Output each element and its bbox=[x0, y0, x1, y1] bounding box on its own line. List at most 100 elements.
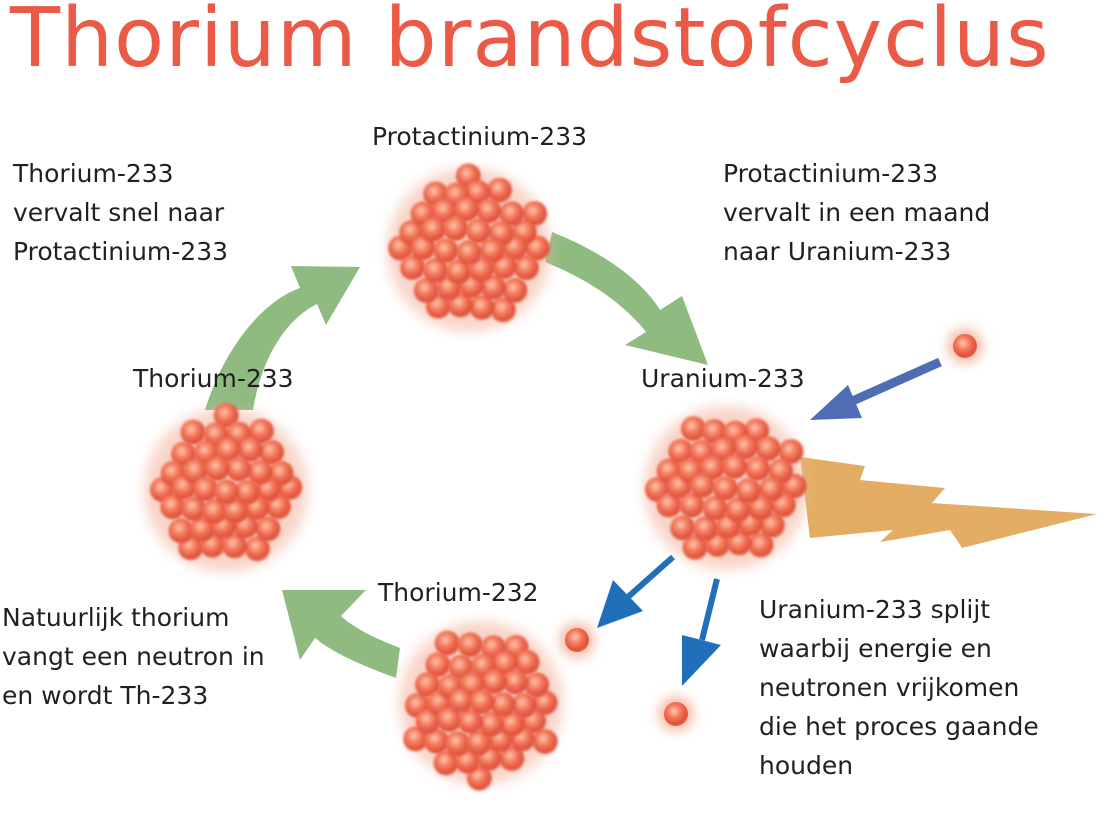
nucleon bbox=[656, 492, 682, 518]
nucleon bbox=[421, 217, 446, 242]
nucleon bbox=[759, 512, 785, 538]
nucleon bbox=[680, 416, 706, 442]
protactinium-decay-description: Protactinium-233 vervalt in een maand na… bbox=[723, 154, 990, 271]
nucleon bbox=[457, 708, 483, 734]
nucleon bbox=[403, 726, 429, 752]
nucleon bbox=[480, 275, 506, 300]
nucleon bbox=[511, 692, 537, 718]
nucleon bbox=[679, 492, 705, 518]
nucleon bbox=[493, 650, 518, 676]
nucleon bbox=[423, 258, 449, 283]
nucleon bbox=[223, 498, 249, 524]
nucleus-thorium-233 bbox=[144, 402, 308, 572]
nucleon bbox=[469, 689, 495, 715]
nucleon bbox=[682, 534, 708, 560]
nucleon bbox=[478, 711, 504, 737]
nucleon bbox=[476, 198, 502, 224]
nucleon bbox=[434, 630, 460, 656]
nucleon bbox=[668, 438, 694, 464]
nucleon bbox=[192, 476, 218, 502]
nucleon bbox=[181, 496, 207, 522]
description-line: Natuurlijk thorium bbox=[2, 603, 230, 632]
description-line: vangt een neutron in bbox=[2, 642, 265, 671]
nucleon bbox=[454, 196, 479, 222]
nucleon bbox=[745, 456, 771, 481]
nucleon bbox=[433, 238, 459, 264]
nucleon bbox=[503, 669, 529, 695]
nucleon bbox=[689, 473, 715, 499]
nucleon bbox=[758, 476, 784, 502]
energy-bolt bbox=[800, 457, 1097, 548]
nucleon bbox=[255, 516, 281, 542]
incoming-neutron-arrow bbox=[810, 357, 942, 420]
nucleon bbox=[490, 692, 516, 718]
description-line: waarbij energie en bbox=[759, 634, 992, 663]
cycle-arrow-th232-to-th233 bbox=[282, 590, 400, 678]
nucleon bbox=[481, 669, 507, 695]
released-neutron-arrow-down bbox=[682, 578, 721, 686]
protactinium-233-label: Protactinium-233 bbox=[372, 122, 588, 151]
nucleon bbox=[446, 259, 472, 284]
nucleon bbox=[514, 649, 540, 675]
nucleon bbox=[725, 497, 751, 523]
nucleon bbox=[445, 731, 471, 757]
nucleon bbox=[479, 238, 505, 264]
nucleon bbox=[532, 729, 558, 755]
description-line: en wordt Th-233 bbox=[2, 681, 209, 710]
uranium-233-label: Uranium-233 bbox=[641, 364, 805, 393]
nucleon bbox=[448, 688, 474, 714]
nucleon bbox=[160, 494, 186, 520]
nucleon bbox=[237, 437, 263, 463]
nucleon bbox=[248, 418, 274, 444]
nucleon bbox=[524, 672, 550, 698]
nucleon bbox=[465, 218, 491, 244]
nucleon bbox=[222, 533, 248, 559]
thorium-232-label: Thorium-232 bbox=[378, 578, 539, 607]
released-neutron-arrow-left bbox=[597, 554, 675, 628]
thorium-233-label: Thorium-233 bbox=[133, 364, 294, 393]
nucleon bbox=[778, 439, 804, 465]
description-line: Protactinium-233 bbox=[723, 159, 939, 188]
cycle-arrow-pa233-to-u233 bbox=[545, 232, 708, 365]
description-line: naar Uranium-233 bbox=[723, 237, 952, 266]
nucleus-uranium-233 bbox=[644, 406, 808, 570]
description-line: die het proces gaande bbox=[759, 712, 1039, 741]
nucleon bbox=[410, 235, 436, 261]
description-line: vervalt snel naar bbox=[13, 198, 225, 227]
nucleon bbox=[259, 439, 285, 465]
nucleon bbox=[499, 711, 525, 737]
nucleon bbox=[457, 632, 483, 658]
cycle-arrow-th233-to-pa233 bbox=[205, 266, 360, 410]
nucleon bbox=[247, 459, 273, 485]
description-line: Thorium-233 bbox=[13, 159, 174, 188]
neutron-capture-description: Natuurlijk thorium vangt een neutron in … bbox=[2, 598, 265, 715]
nucleus-thorium-232 bbox=[399, 621, 563, 791]
nucleon bbox=[487, 177, 512, 203]
nucleon bbox=[702, 495, 728, 521]
nucleon bbox=[168, 518, 194, 544]
nucleon bbox=[244, 536, 270, 562]
description-line: Protactinium-233 bbox=[13, 237, 229, 266]
nucleon bbox=[522, 201, 548, 227]
nucleon bbox=[490, 297, 516, 323]
nucleon bbox=[755, 436, 781, 462]
free-neutron bbox=[659, 697, 693, 731]
nucleon bbox=[433, 750, 459, 776]
nucleus-protactinium-233 bbox=[387, 163, 551, 332]
nucleon bbox=[733, 434, 759, 460]
nucleon bbox=[415, 709, 441, 734]
nucleon bbox=[202, 498, 228, 524]
nucleon bbox=[456, 240, 482, 265]
nucleon bbox=[443, 216, 469, 241]
nucleon bbox=[712, 475, 738, 501]
diagram-title: Thorium brandstofcyclus bbox=[10, 0, 1050, 86]
nucleon bbox=[424, 728, 450, 754]
nucleon bbox=[502, 277, 528, 303]
nucleon bbox=[216, 437, 241, 463]
nucleon bbox=[213, 479, 239, 505]
nucleon bbox=[400, 255, 426, 280]
free-neutron bbox=[948, 329, 982, 363]
nucleon bbox=[748, 532, 774, 558]
nucleon bbox=[226, 456, 252, 482]
